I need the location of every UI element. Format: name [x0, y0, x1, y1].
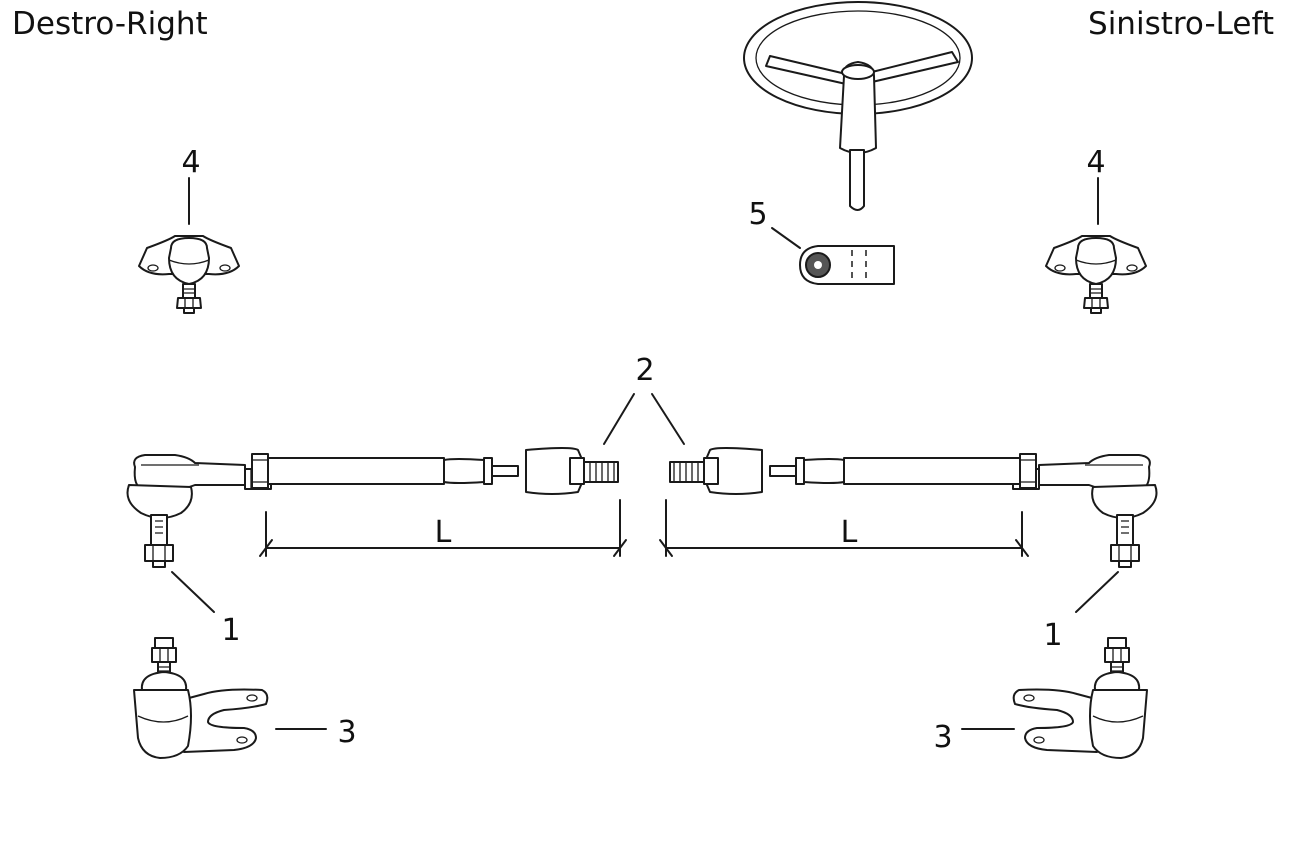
- dimension-l-left: [659, 499, 1029, 557]
- callout-4-right: 4: [181, 145, 200, 180]
- leader-2-left: [651, 393, 685, 445]
- callout-4-left: 4: [1086, 145, 1105, 180]
- lower-ball-joint-left: [1012, 637, 1148, 759]
- callout-1-right: 1: [221, 613, 240, 648]
- side-label-right: Destro-Right: [12, 6, 208, 42]
- callout-5: 5: [748, 197, 767, 232]
- leader-1-left: [1075, 571, 1119, 613]
- callout-1-left: 1: [1043, 618, 1062, 653]
- callout-3-right: 3: [337, 715, 356, 750]
- dimension-label-right: L: [435, 515, 452, 550]
- leader-1-right: [171, 571, 215, 613]
- lower-ball-joint-right: [133, 637, 269, 759]
- callout-2: 2: [635, 353, 654, 388]
- steering-arm-plate: [799, 245, 895, 285]
- callout-3-left: 3: [933, 720, 952, 755]
- dimension-label-left: L: [841, 515, 858, 550]
- upper-ball-joint-left: [1045, 235, 1147, 314]
- leader-2-right: [603, 393, 635, 445]
- dimension-l-right: [259, 499, 627, 557]
- steering-wheel: [743, 1, 973, 211]
- tie-rod-end-right: [126, 454, 272, 568]
- leader-5: [771, 227, 801, 249]
- tie-rod-left: [669, 447, 1037, 495]
- upper-ball-joint-right: [138, 235, 240, 314]
- side-label-left: Sinistro-Left: [1088, 6, 1274, 42]
- tie-rod-right: [251, 447, 619, 495]
